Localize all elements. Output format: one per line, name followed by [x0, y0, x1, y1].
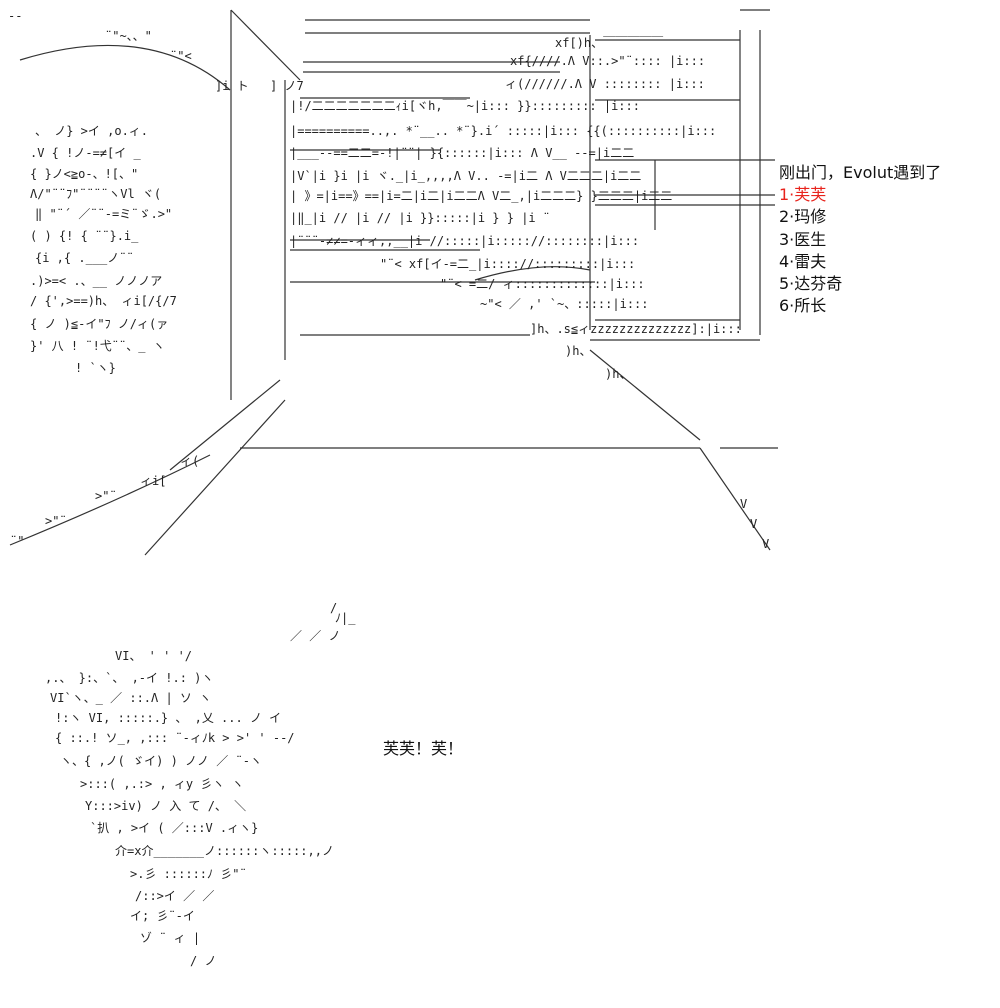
svg-text:]h、.s≦ィzzzzzzzzzzzzzz]:|i:::: ]h、.s≦ィzzzzzzzzzzzzzz]:|i::: [530, 322, 742, 336]
svg-text:~"< ／ ,' `~、:::::|i:: ~"< ／ ,' `~、:::::|i::: [480, 297, 649, 311]
choice-item-lev: 4·雷夫 [779, 251, 827, 271]
svg-text:¨": ¨" [10, 534, 24, 548]
choice-item-mash: 2·玛修 [779, 207, 827, 227]
choice-list: 刚出门，Evolut遇到了 1·芙芙 2·玛修 3·医生 4·雷夫 5·达芬奇 … [779, 162, 941, 317]
svg-text:|___--==二二=-!|¨¨| }{::::::|i:: |___--==二二=-!|¨¨| }{::::::|i::: Λ V__ --… [290, 146, 634, 160]
svg-text:／ ／ ノ: ／ ／ ノ [290, 629, 340, 643]
svg-text:、 ノ} >イ ,o.ィ.: 、 ノ} >イ ,o.ィ. [35, 124, 148, 138]
svg-text:{i ,{ .___ノ¨¨: {i ,{ .___ノ¨¨ [35, 251, 134, 265]
svg-text:VI、 ' ' '/: VI、 ' ' '/ [115, 649, 192, 663]
svg-text:xf[)h、￣￣￣￣￣: xf[)h、￣￣￣￣￣ [555, 36, 663, 50]
svg-text:/ {',>==)h、 ィi[/{/7: / {',>==)h、 ィi[/{/7 [30, 294, 177, 308]
choice-item-doctor: 3·医生 [779, 229, 827, 249]
svg-text:イ; 彡¨‐イ: イ; 彡¨‐イ [130, 909, 195, 923]
svg-text:|!/二二二二二二二ｨi[ヾh,￣￣~|i::: }}:::: |!/二二二二二二二ｨi[ヾh,￣￣~|i::: }}::::::::: |i:… [290, 99, 640, 113]
svg-text:] ノ7: ] ノ7 [270, 79, 304, 93]
svg-text:ィ(: ィ( [180, 454, 199, 468]
svg-text:‐‐: ‐‐ [8, 9, 22, 23]
svg-text:`扒 , >イ ( ／:::V: `扒 , >イ ( ／:::V .ィヽ} [90, 821, 258, 835]
svg-text:.V { !ノ-=≠[イ _: .V { !ノ-=≠[イ _ [30, 146, 141, 160]
svg-text:{ ノ )≦‐イ"ﾌ ノ/ィ(ァ: { ノ )≦‐イ"ﾌ ノ/ィ(ァ [30, 317, 168, 331]
svg-text:|==========..,. *¨__.. *¨}.i´: |==========..,. *¨__.. *¨}.i´ :::::|i:::… [290, 124, 716, 138]
svg-text:¨"~、、": ¨"~、、" [105, 29, 152, 43]
choice-item-da-vinci: 5·达芬奇 [779, 274, 843, 294]
svg-text:{ ::.! ソ_, ,::: ¨-ィﾉk > >': { ::.! ソ_, ,::: ¨-ィﾉk > >' ' ‐‐/ [55, 731, 295, 745]
svg-text:V: V [762, 537, 769, 551]
choice-item-director: 6·所长 [779, 296, 827, 316]
svg-text:Λ/"¨¨ﾌ"¨¨¨¨ヽVl ヾ(: Λ/"¨¨ﾌ"¨¨¨¨ヽVl ヾ( [30, 187, 161, 201]
svg-text:V: V [740, 497, 747, 511]
svg-text:Y:::>iv) ノ 入 て /、: Y:::>iv) ノ 入 て /、 ＼ [85, 799, 246, 813]
creature-shout-text: 芙芙！芙！ [383, 739, 464, 758]
svg-text:|V`|i }i |i ヾ._|i_,,,,Λ V..: |V`|i }i |i ヾ._|i_,,,,Λ V.. -=|i二 Λ V二二二… [290, 169, 641, 183]
svg-text:! `ヽ}: ! `ヽ} [75, 361, 116, 375]
svg-text:.)>=< .、__ ノノノア: .)>=< .、__ ノノノア [30, 274, 162, 288]
svg-text:!:ヽ VI, :::::.} 、 ,乂 ...: !:ヽ VI, :::::.} 、 ,乂 ... ノ イ [55, 711, 281, 725]
svg-text:ィ(//////.Λ V :::::::: |i:::: ィ(//////.Λ V :::::::: |i::: [505, 77, 705, 91]
svg-text:介=x介_______ノ::::::ヽ:::::,,ノ: 介=x介_______ノ::::::ヽ:::::,,ノ [115, 844, 334, 858]
svg-text:V: V [750, 517, 757, 531]
svg-text:{ }ノ<≧o-、![、": { }ノ<≧o-、![、" [30, 167, 138, 181]
svg-text:]i ト: ]i ト [215, 79, 249, 93]
svg-text:|¨¨¨‐≠≠=‐ィィ,,__|i //:::: |¨¨¨‐≠≠=‐ィィ,,__|i //:::::|i::::://::::::… [290, 234, 639, 248]
svg-text:ヽ、{ ,ノ( ゞイ) ) ノノ ／ ¨‐ヽ: ヽ、{ ,ノ( ゞイ) ) ノノ ／ ¨‐ヽ [60, 754, 262, 768]
svg-text:/: / [330, 601, 337, 615]
svg-text:>"¨: >"¨ [45, 514, 67, 528]
svg-text:VI`ヽ、_ ／ ::.Λ |: VI`ヽ、_ ／ ::.Λ | ソ ヽ [50, 691, 211, 705]
svg-text:}' 八 ! ¨!弋¨¨、_ ヽ: }' 八 ! ¨!弋¨¨、_ ヽ [30, 339, 165, 353]
svg-text:)h、: )h、 [605, 367, 631, 381]
svg-text:,.、 }:、`、 ,-イ !.: ,.、 }:、`、 ,-イ !.: )ヽ [45, 671, 213, 685]
svg-text:>:::( ,.:> , ィy 彡ヽ: >:::( ,.:> , ィy 彡ヽ ヽ [80, 777, 244, 791]
svg-text:¨"<: ¨"< [170, 49, 192, 63]
narration-text: 刚出门，Evolut遇到了 [779, 163, 942, 182]
svg-text:ﾉ|_: ﾉ|_ [335, 611, 356, 625]
svg-text:)h、: )h、 [565, 344, 591, 358]
svg-text:|‖_|i // |i // |i: |‖_|i // |i // |i }}:::::|i } } |i ¨ [290, 211, 550, 225]
svg-text:| 》=|i==》==|i=二|i二|i二二Λ V二_,|i: | 》=|i==》==|i=二|i二|i二二Λ V二_,|i二二二} }二二二|… [290, 189, 672, 203]
svg-text:"¨< xf[イ-=二_|i:::://::::: "¨< xf[イ-=二_|i:::://:::::::::|i::: [380, 257, 635, 271]
svg-text:ゾ ¨ ィ |: ゾ ¨ ィ | [140, 931, 200, 945]
svg-text:>.彡 ::::::ﾉ 彡"¨: >.彡 ::::::ﾉ 彡"¨ [130, 867, 247, 881]
svg-text:/::>イ ／ ／: /::>イ ／ ／ [135, 889, 214, 903]
svg-text:‖ "¨´ ／¨¨-=ミ¨ゞ.>": ‖ "¨´ ／¨¨-=ミ¨ゞ.>" [35, 207, 172, 221]
svg-text:( ) {! { ¨¨}.i_: ( ) {! { ¨¨}.i_ [30, 229, 139, 243]
choice-item-fou: 1·芙芙 [779, 185, 827, 205]
svg-text:xf{////.Λ V::.>"¨:::: |i:::: xf{////.Λ V::.>"¨:::: |i::: [510, 54, 705, 68]
svg-text:ィi[: ィi[ [140, 474, 166, 488]
svg-text:/ ノ: / ノ [190, 954, 216, 968]
svg-text:>"¨: >"¨ [95, 489, 117, 503]
svg-text:"¨< =二/ ィ:::::::::::::|: "¨< =二/ ィ:::::::::::::|i::: [440, 277, 645, 291]
